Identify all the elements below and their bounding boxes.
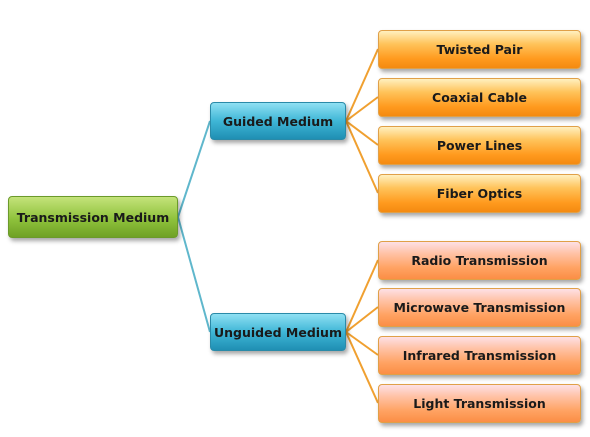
connector-unguided-4 [345, 331, 379, 404]
node-light-transmission: Light Transmission [378, 384, 581, 423]
node-coaxial-cable: Coaxial Cable [378, 78, 581, 117]
node-fiber-optics: Fiber Optics [378, 174, 581, 213]
connector-guided-1 [345, 48, 379, 122]
node-label: Radio Transmission [411, 253, 548, 268]
connector-root-unguided [177, 216, 211, 333]
connector-root-guided [177, 120, 211, 218]
node-unguided-medium: Unguided Medium [210, 313, 346, 351]
node-radio-transmission: Radio Transmission [378, 241, 581, 280]
node-label: Twisted Pair [436, 42, 523, 57]
node-twisted-pair: Twisted Pair [378, 30, 581, 69]
node-label: Coaxial Cable [432, 90, 527, 105]
node-label: Guided Medium [222, 113, 334, 129]
node-infrared-transmission: Infrared Transmission [378, 336, 581, 375]
node-label: Light Transmission [413, 396, 546, 411]
node-label: Transmission Medium [16, 209, 170, 225]
node-label: Fiber Optics [436, 186, 523, 201]
node-transmission-medium: Transmission Medium [8, 196, 178, 238]
node-label: Infrared Transmission [402, 348, 557, 363]
connector-guided-3 [345, 120, 379, 146]
connector-unguided-2 [345, 306, 379, 333]
node-label: Power Lines [436, 138, 523, 153]
connector-unguided-3 [345, 331, 379, 356]
connector-guided-2 [345, 96, 379, 122]
node-power-lines: Power Lines [378, 126, 581, 165]
node-label: Unguided Medium [214, 324, 342, 340]
node-microwave-transmission: Microwave Transmission [378, 288, 581, 327]
connector-guided-4 [345, 120, 379, 194]
node-guided-medium: Guided Medium [210, 102, 346, 140]
connector-unguided-1 [345, 259, 379, 333]
node-label: Microwave Transmission [393, 300, 566, 315]
